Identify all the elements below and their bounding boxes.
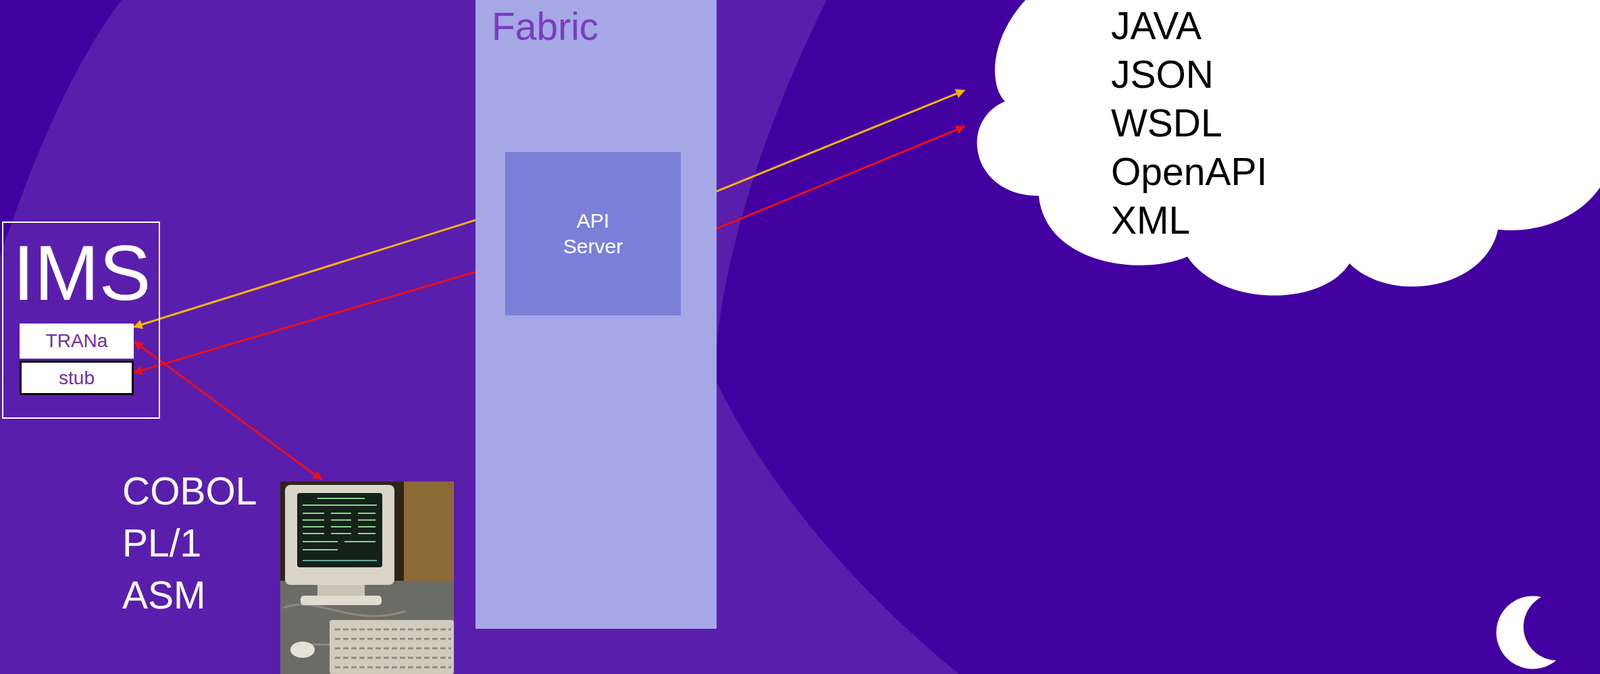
transaction-box: TRANa	[19, 323, 134, 359]
logo-crescent	[1495, 596, 1557, 670]
photo-desk	[280, 580, 454, 674]
language-label: PL/1	[122, 517, 202, 570]
fabric-band: FabricAPI Server	[475, 0, 717, 629]
monitor-base	[300, 595, 382, 606]
format-name: OpenAPI	[1111, 147, 1268, 196]
ims-box: IMS TRANa stub	[2, 221, 161, 419]
connector-arrow	[133, 210, 506, 327]
connector-arrow	[680, 126, 965, 244]
monitor-stand	[317, 584, 365, 598]
node-label: IMS	[12, 232, 151, 314]
stub-box: stub	[19, 360, 134, 396]
format-name: JSON	[1111, 49, 1268, 99]
cloud-text-column: JAVAJSONWSDLOpenAPIXML	[1111, 1, 1268, 245]
node-label: stub	[58, 366, 95, 390]
node-label: TRANa	[45, 329, 109, 353]
connector-arrow	[680, 90, 965, 206]
cloud-outline	[964, 0, 1600, 302]
screen-lines	[302, 498, 377, 561]
connector-arrow	[133, 263, 506, 373]
cloud-shape: JAVAJSONWSDLOpenAPIXML	[964, 0, 1600, 302]
api-server-box: API Server	[505, 151, 681, 316]
monitor-screen	[297, 493, 383, 568]
keyboard	[329, 620, 454, 674]
format-name: JAVA	[1111, 1, 1268, 50]
cloud-path	[977, 0, 1600, 296]
language-label: ASM	[122, 569, 206, 622]
language-label: COBOL	[122, 465, 258, 518]
photo-wall	[280, 481, 454, 674]
node-label: API Server	[555, 208, 631, 260]
format-name: XML	[1111, 195, 1268, 245]
monitor-body	[285, 484, 395, 585]
mouse	[290, 641, 315, 658]
node-label: Fabric	[491, 4, 599, 49]
format-name: WSDL	[1111, 98, 1268, 148]
photo-wood	[403, 481, 454, 597]
background-arc	[0, 0, 960, 674]
leader-line	[134, 341, 322, 480]
keyboard-keys	[334, 629, 452, 668]
